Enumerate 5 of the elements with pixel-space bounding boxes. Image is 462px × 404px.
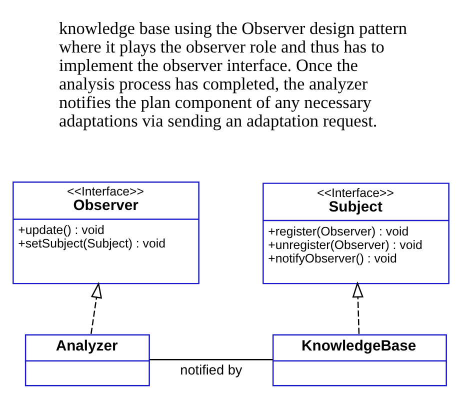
edge-label: notified by [180,362,242,377]
arrow [352,280,364,334]
arrow [90,281,102,334]
connector [150,358,273,360]
label: knowledge base using the Observer design pattern where it plays the observer role and thus has to implement the observer interface. Once the analysis process has completed, the analyzer notifies the plan component of any necessary adaptations via sending an adaptation request. [58,18,408,130]
